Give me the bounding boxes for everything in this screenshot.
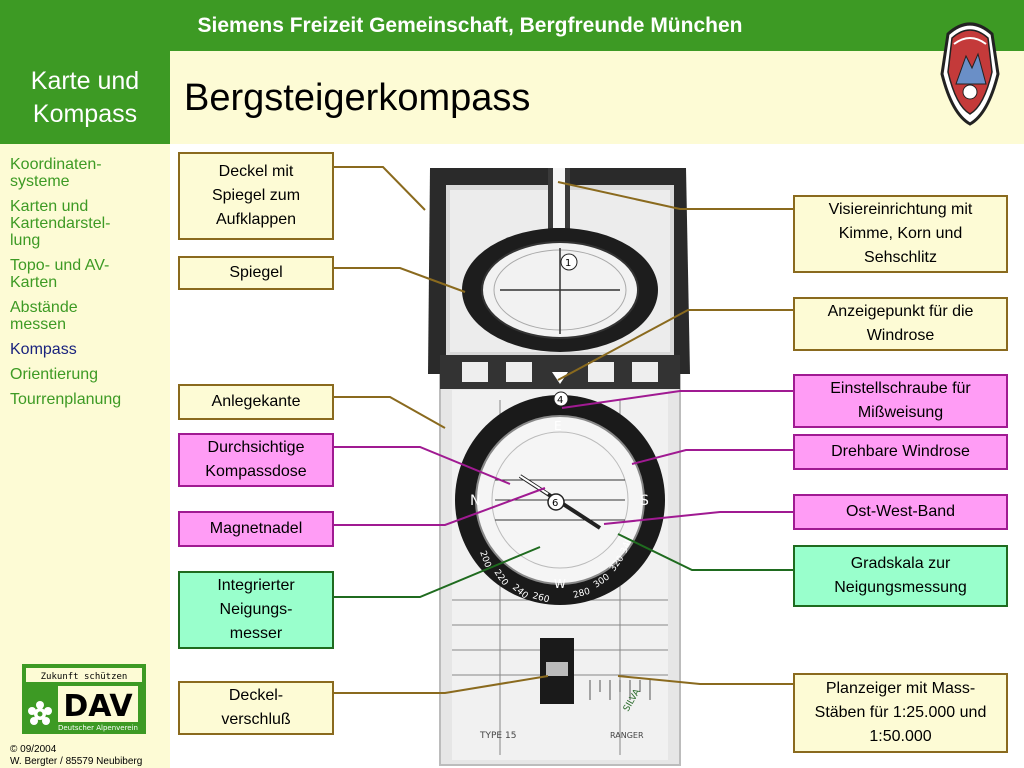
label-einstellschraube: Einstellschraube für Mißweisung	[793, 374, 1008, 428]
label-spiegel-text: Spiegel	[229, 264, 283, 281]
label-gradskala-text: Gradskala zur Neigungsmessung	[834, 555, 967, 596]
dav-logo-main: DAV	[63, 689, 133, 724]
club-emblem-icon	[940, 22, 1000, 126]
header-bar: Siemens Freizeit Gemeinschaft, Bergfreun…	[0, 0, 1024, 51]
compass-mark-4: 4	[557, 395, 563, 406]
compass-dial: 6 E N S W 240 260 280 300 320 340 220 20…	[455, 391, 665, 605]
compass-mark-1: 1	[565, 258, 571, 269]
compass-dial-s: S	[640, 493, 649, 509]
dav-logo-slogan: Zukunft schützen	[41, 672, 128, 682]
label-deckelverschluss-text: Deckel-verschluß	[221, 687, 291, 728]
label-neigungsmesser-text: Integrierter Neigungs-messer	[217, 577, 295, 642]
title-bar: Bergsteigerkompass	[170, 51, 1024, 144]
label-gradskala: Gradskala zur Neigungsmessung	[793, 545, 1008, 607]
compass-ranger-text: RANGER	[610, 731, 644, 740]
section-title: Karte und Kompass	[0, 51, 170, 144]
label-kompassdose-text: Durchsichtige Kompassdose	[205, 439, 307, 480]
compass-dial-n: N	[470, 493, 480, 509]
compass-deg-280: 280	[572, 587, 591, 601]
label-deckel-spiegel-text: Deckel mit Spiegel zum Aufklappen	[211, 163, 301, 228]
dav-logo-sub: Deutscher Alpenverein	[58, 724, 138, 732]
label-einstellschraube-text: Einstellschraube für Mißweisung	[830, 380, 971, 421]
label-anlegekante-text: Anlegekante	[211, 393, 301, 410]
label-neigungsmesser: Integrierter Neigungs-messer	[178, 571, 334, 649]
section-title-line1: Karte und	[30, 66, 140, 95]
nav-item-topo[interactable]: Topo- und AV-Karten	[10, 257, 110, 291]
compass-lid: 1	[428, 168, 690, 389]
footer-author: W. Bergter / 85579 Neubiberg	[10, 756, 143, 767]
label-visier: Visiereinrichtung mit Kimme, Korn und Se…	[793, 195, 1008, 273]
page-title: Bergsteigerkompass	[184, 77, 531, 119]
label-spiegel: Spiegel	[178, 256, 334, 290]
nav-item-kompass[interactable]: Kompass	[10, 341, 77, 358]
pointer-lines	[333, 166, 793, 694]
label-magnetnadel: Magnetnadel	[178, 511, 334, 547]
label-planzeiger: Planzeiger mit Mass-Stäben für 1:25.000 …	[793, 673, 1008, 753]
header-title: Siemens Freizeit Gemeinschaft, Bergfreun…	[197, 14, 743, 37]
label-deckelverschluss: Deckel-verschluß	[178, 681, 334, 735]
nav-item-koordinatensysteme[interactable]: Koordinaten-systeme	[10, 156, 102, 190]
compass-latch	[540, 638, 574, 704]
label-ostwest: Ost-West-Band	[793, 494, 1008, 530]
footer-date: © 09/2004	[10, 744, 57, 755]
edelweiss-icon	[28, 701, 52, 725]
label-visier-text: Visiereinrichtung mit Kimme, Korn und Se…	[828, 201, 973, 266]
label-deckel-spiegel: Deckel mit Spiegel zum Aufklappen	[178, 152, 334, 240]
compass-model-text: TYPE 15	[479, 731, 516, 741]
label-anzeigepunkt: Anzeigepunkt für die Windrose	[793, 297, 1008, 351]
section-title-line2: Kompass	[32, 99, 138, 128]
compass-mark-6: 6	[552, 498, 558, 509]
label-anlegekante: Anlegekante	[178, 384, 334, 420]
nav-item-tourrenplanung[interactable]: Tourrenplanung	[10, 391, 122, 408]
label-windrose: Drehbare Windrose	[793, 434, 1008, 470]
label-kompassdose: Durchsichtige Kompassdose	[178, 433, 334, 487]
label-ostwest-text: Ost-West-Band	[845, 503, 956, 520]
compass-deg-260: 260	[531, 591, 550, 605]
label-planzeiger-text: Planzeiger mit Mass-Stäben für 1:25.000 …	[814, 680, 987, 745]
nav-item-karten[interactable]: Karten und Kartendarstel-lung	[10, 198, 111, 249]
sidebar: Koordinaten-systeme Karten und Kartendar…	[0, 144, 170, 768]
label-magnetnadel-text: Magnetnadel	[209, 520, 303, 537]
nav-item-orientierung[interactable]: Orientierung	[10, 366, 99, 383]
footer-credits: © 09/2004 W. Bergter / 85579 Neubiberg	[10, 744, 142, 768]
sidebar-nav: Koordinaten-systeme Karten und Kartendar…	[10, 156, 160, 416]
compass-dial-w: W	[554, 577, 566, 591]
label-anzeigepunkt-text: Anzeigepunkt für die Windrose	[827, 303, 974, 344]
compass-dial-e: E	[554, 419, 562, 433]
label-windrose-text: Drehbare Windrose	[831, 443, 970, 460]
dav-logo: Zukunft schützen DAV Deutscher Alpenvere…	[22, 664, 146, 734]
